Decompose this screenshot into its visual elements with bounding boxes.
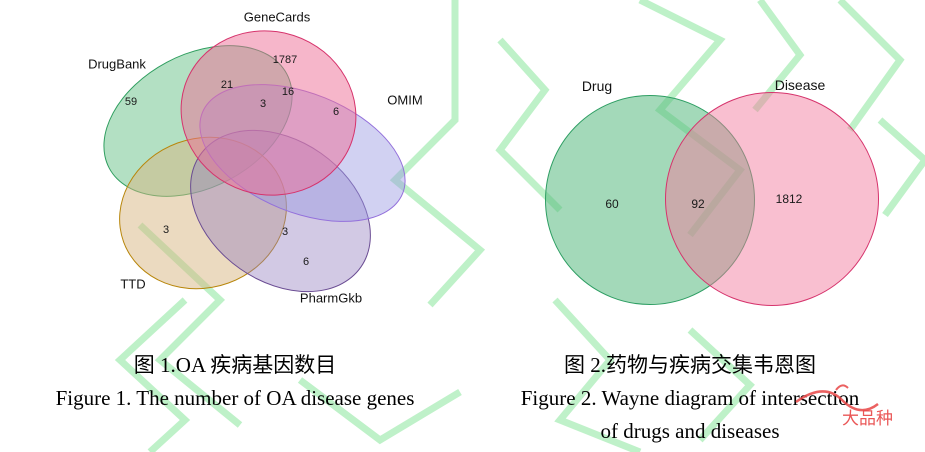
venn1-value-center-top: 3	[259, 98, 267, 110]
brand-watermark-text: 大品种	[842, 409, 893, 428]
figure1-caption-zh: 图 1.OA 疾病基因数目	[133, 353, 337, 377]
venn1-label-ttd: TTD	[120, 276, 146, 292]
venn2-value-drug-only: 60	[605, 197, 619, 211]
venn1-value-drugbank-only: 59	[124, 96, 138, 108]
venn1-value-pharmgkb-only: 6	[302, 256, 310, 268]
venn2-set-disease	[665, 92, 879, 306]
venn1-value-omim-only: 6	[332, 106, 340, 118]
figure1-venn5: GeneCards DrugBank OMIM TTD PharmGkb 59 …	[0, 0, 460, 340]
venn1-label-genecards: GeneCards	[243, 9, 311, 25]
venn1-value-ttd-only: 3	[162, 224, 170, 236]
venn1-value-genecards-omim: 16	[281, 86, 295, 98]
venn1-label-pharmgkb: PharmGkb	[299, 290, 363, 306]
venn2-value-disease-only: 1812	[775, 192, 803, 206]
venn2-label-disease: Disease	[774, 77, 826, 93]
venn1-value-drugbank-genecards: 21	[220, 79, 234, 91]
venn2-value-intersection: 92	[691, 197, 705, 211]
venn1-label-omim: OMIM	[387, 92, 423, 108]
venn1-value-genecards-only: 1787	[272, 54, 298, 66]
figure2-venn2: Drug Disease 60 92 1812	[545, 77, 879, 306]
venn1-label-drugbank: DrugBank	[88, 56, 146, 72]
venn1-value-center-bottom: 3	[281, 226, 289, 238]
figure1-caption: 图 1.OA 疾病基因数目 Figure 1. The number of OA…	[10, 349, 460, 415]
figure2-caption-zh: 图 2.药物与疾病交集韦恩图	[564, 353, 816, 377]
figure2-caption-en-line2: of drugs and diseases	[600, 419, 780, 443]
figure1-caption-en: Figure 1. The number of OA disease genes	[55, 386, 415, 410]
venn2-label-drug: Drug	[581, 78, 613, 94]
figure2-caption: 图 2.药物与疾病交集韦恩图 Figure 2. Wayne diagram o…	[470, 349, 910, 448]
